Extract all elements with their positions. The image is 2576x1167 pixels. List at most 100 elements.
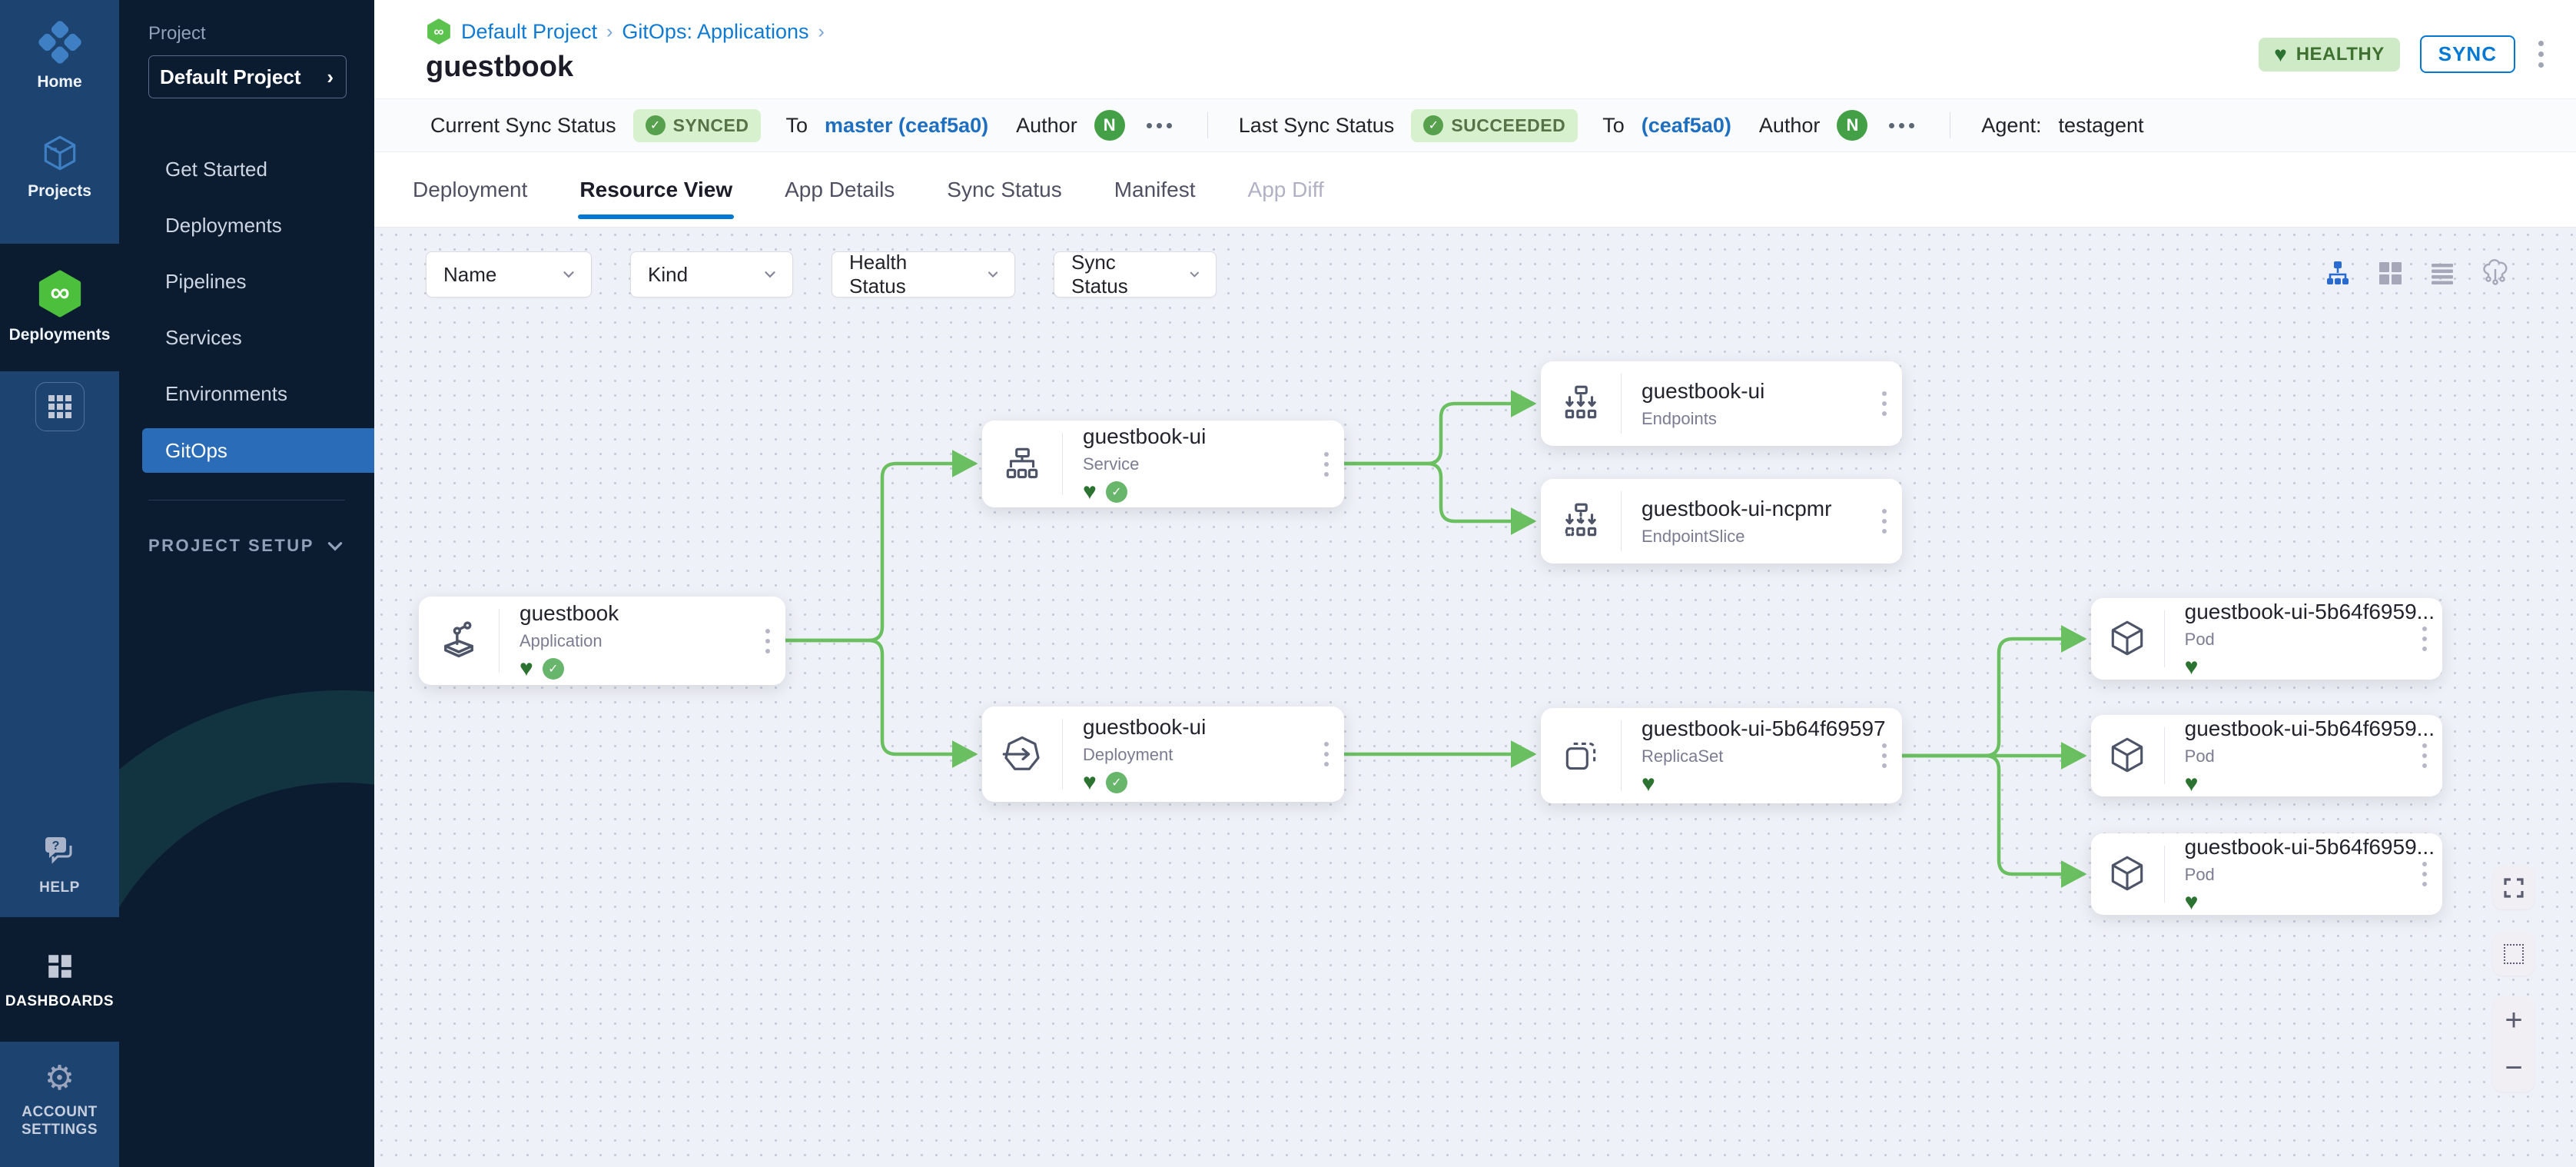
app-menu-kebab-icon[interactable] [2535, 38, 2547, 71]
node-kind: Pod [2184, 746, 2215, 766]
sync-button[interactable]: SYNC [2419, 35, 2515, 73]
sidebar-item-gitops[interactable]: GitOps [142, 428, 374, 473]
resource-tree-canvas[interactable]: Name Kind Health Status Sync Status [374, 228, 2576, 1167]
help-chat-icon: ? [40, 831, 80, 871]
breadcrumb: ∞ Default Project › GitOps: Applications… [426, 18, 825, 45]
agent-value: testagent [2058, 113, 2144, 137]
node-name: guestbook-ui [1083, 714, 1207, 739]
tab-resource-view[interactable]: Resource View [578, 155, 734, 225]
last-sync-status-label: Last Sync Status [1238, 113, 1395, 137]
grid-view-icon[interactable] [2376, 259, 2404, 287]
chevron-right-icon: › [327, 65, 334, 88]
rail-label-help: HELP [39, 879, 80, 896]
rail-label-projects: Projects [28, 182, 91, 201]
name-filter-dropdown[interactable]: Name [426, 251, 592, 298]
pod-cube-icon [2091, 715, 2164, 796]
tab-app-details[interactable]: App Details [785, 177, 895, 201]
zoom-in-button[interactable]: + [2505, 1002, 2523, 1037]
module-picker-button[interactable] [35, 381, 85, 431]
rail-item-dashboards[interactable]: DASHBOARDS [0, 916, 119, 1042]
fullscreen-button[interactable] [2493, 866, 2535, 909]
healthy-heart-icon: ♥ [1083, 479, 1097, 504]
dashboards-icon [41, 948, 78, 985]
gitops-hexagon-icon: ∞ [426, 18, 452, 45]
node-menu-kebab-icon[interactable] [1321, 449, 1332, 480]
sidebar-item-get-started[interactable]: Get Started [165, 158, 267, 181]
tab-sync-status[interactable]: Sync Status [947, 177, 1062, 201]
node-replicaset-guestbook-ui-5b64f69597[interactable]: guestbook-ui-5b64f69597 ReplicaSet ♥ [1541, 708, 1902, 803]
marquee-select-button[interactable] [2493, 933, 2535, 976]
sync-status-filter-dropdown[interactable]: Sync Status [1054, 251, 1217, 298]
rail-item-home[interactable]: Home [0, 0, 119, 112]
rail-item-deployments[interactable]: ∞ Deployments [0, 243, 119, 371]
more-commit-info-icon[interactable] [1142, 118, 1177, 133]
node-menu-kebab-icon[interactable] [1879, 740, 1890, 771]
to-label: To [1602, 113, 1625, 137]
project-setup-toggle[interactable]: PROJECT SETUP [148, 536, 345, 556]
breadcrumb-applications-link[interactable]: GitOps: Applications [622, 19, 809, 43]
svg-text:∞: ∞ [434, 24, 444, 39]
rail-item-help[interactable]: ? HELP [0, 811, 119, 917]
tab-manifest[interactable]: Manifest [1114, 177, 1196, 201]
chevron-down-icon [765, 271, 775, 278]
node-endpointslice-guestbook-ui-ncpmr[interactable]: guestbook-ui-ncpmr EndpointSlice [1541, 479, 1902, 564]
sidebar-item-services[interactable]: Services [165, 326, 242, 349]
node-application-guestbook[interactable]: guestbook Application ♥ ✓ [419, 597, 785, 685]
project-selector[interactable]: Default Project › [148, 55, 347, 98]
kind-filter-dropdown[interactable]: Kind [630, 251, 793, 298]
tab-deployment[interactable]: Deployment [413, 177, 528, 201]
more-commit-info-icon[interactable] [1884, 118, 1919, 133]
project-section-label: Project [148, 23, 206, 44]
node-endpoints-guestbook-ui[interactable]: guestbook-ui Endpoints [1541, 361, 1902, 446]
sidebar-item-pipelines[interactable]: Pipelines [165, 270, 247, 293]
node-deployment-guestbook-ui[interactable]: guestbook-ui Deployment ♥ ✓ [982, 707, 1344, 802]
health-status-filter-dropdown[interactable]: Health Status [832, 251, 1015, 298]
sidebar-item-deployments[interactable]: Deployments [165, 214, 282, 237]
last-target-revision-link[interactable]: (ceaf5a0) [1641, 113, 1731, 137]
app-tabs: Deployment Resource View App Details Syn… [374, 152, 2576, 228]
node-menu-kebab-icon[interactable] [1879, 388, 1890, 419]
healthy-heart-icon: ♥ [2184, 889, 2199, 915]
module-rail: Home Projects ∞ Deployments [0, 0, 119, 1167]
project-sidebar: Project Default Project › Get Started De… [119, 0, 374, 1167]
rail-item-account-settings[interactable]: ⚙ ACCOUNT SETTINGS [0, 1042, 119, 1167]
service-icon [982, 421, 1062, 507]
node-pod-1[interactable]: guestbook-ui-5b64f6959... Pod ♥ [2091, 598, 2442, 680]
page-title: guestbook [426, 51, 574, 83]
current-sync-status-label: Current Sync Status [430, 113, 616, 137]
check-circle-icon: ✓ [1423, 115, 1444, 135]
zoom-out-button[interactable]: − [2505, 1050, 2523, 1085]
health-status-badge: ♥ HEALTHY [2259, 37, 2400, 71]
synced-badge-label: SYNCED [672, 115, 749, 135]
node-name: guestbook-ui-ncpmr [1642, 496, 1832, 520]
list-view-icon[interactable] [2428, 259, 2456, 287]
node-menu-kebab-icon[interactable] [2419, 623, 2430, 654]
breadcrumb-project-link[interactable]: Default Project [461, 19, 598, 43]
node-menu-kebab-icon[interactable] [2419, 740, 2430, 771]
rail-label-home: Home [37, 73, 82, 91]
node-menu-kebab-icon[interactable] [762, 626, 773, 657]
synced-check-icon: ✓ [1105, 771, 1127, 793]
cloud-network-view-icon[interactable] [2481, 258, 2510, 288]
node-menu-kebab-icon[interactable] [2419, 859, 2430, 889]
project-selector-value: Default Project [160, 65, 301, 88]
deployments-hexagon-icon: ∞ [36, 270, 84, 318]
node-pod-3[interactable]: guestbook-ui-5b64f6959... Pod ♥ [2091, 833, 2442, 915]
healthy-heart-icon: ♥ [2184, 653, 2199, 680]
node-pod-2[interactable]: guestbook-ui-5b64f6959... Pod ♥ [2091, 715, 2442, 796]
sidebar-item-environments[interactable]: Environments [165, 382, 287, 405]
node-name: guestbook-ui-5b64f6959... [2184, 834, 2435, 859]
tree-view-icon[interactable] [2324, 259, 2352, 287]
node-kind: Pod [2184, 629, 2215, 649]
project-setup-label: PROJECT SETUP [148, 536, 314, 555]
node-service-guestbook-ui[interactable]: guestbook-ui Service ♥ ✓ [982, 421, 1344, 507]
current-target-revision-link[interactable]: master (ceaf5a0) [825, 113, 989, 137]
rail-item-projects[interactable]: Projects [0, 112, 119, 221]
node-menu-kebab-icon[interactable] [1879, 506, 1890, 537]
chevron-down-icon [563, 271, 574, 278]
cube-icon [39, 132, 81, 174]
node-menu-kebab-icon[interactable] [1321, 739, 1332, 770]
synced-badge: ✓ SYNCED [632, 108, 762, 142]
divider [1207, 112, 1208, 138]
